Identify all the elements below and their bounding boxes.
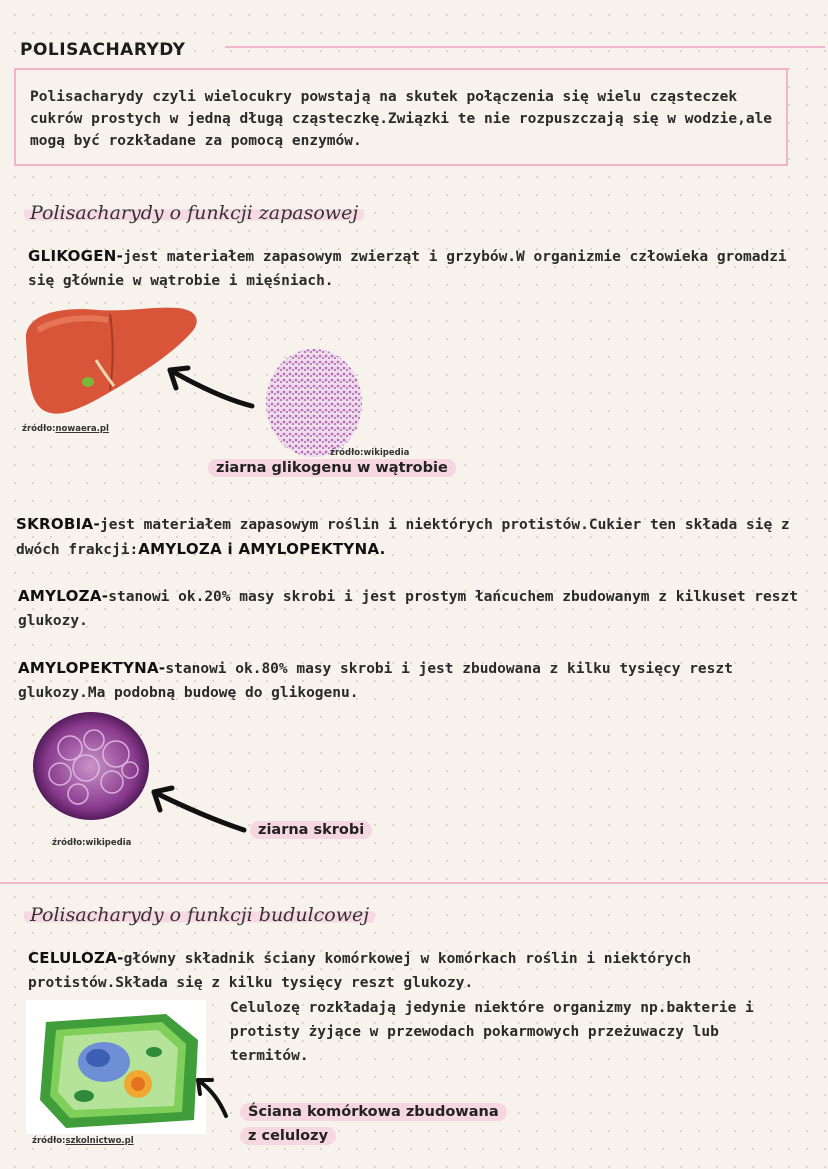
plant-cell-image	[26, 1000, 206, 1134]
liver-image	[25, 307, 197, 414]
starch-source: źródło:wikipedia	[52, 838, 132, 848]
starch-grains-image	[33, 712, 149, 820]
glycogen-granules-image	[266, 349, 362, 457]
intro-text: Polisacharydy czyli wielocukry powstają …	[30, 89, 773, 149]
liver-source-label: źródło:	[22, 424, 56, 434]
skrobia-paragraph: SKROBIA-jest materiałem zapasowym roślin…	[16, 512, 816, 562]
arrow-to-starch-icon	[151, 785, 247, 833]
cell-caption: Ściana komórkowa zbudowana z celulozy	[240, 1100, 507, 1148]
cell-caption-line2: z celulozy	[240, 1127, 337, 1145]
cell-source: źródło:szkolnictwo.pl	[32, 1136, 134, 1146]
arrow-to-cell-icon	[196, 1078, 228, 1118]
liver-source: źródło:nowaera.pl	[22, 424, 109, 434]
liver-source-link: nowaera.pl	[55, 424, 109, 434]
celuloza-paragraph: CELULOZA-główny składnik ściany komórkow…	[28, 946, 708, 995]
section-heading-structural-text: Polisacharydy o funkcji budulcowej	[24, 904, 376, 926]
amylopektyna-term: AMYLOPEKTYNA-	[18, 659, 166, 677]
granule-source: źródło:wikipedia	[330, 448, 410, 458]
amyloza-text: stanowi ok.20% masy skrobi i jest prosty…	[18, 589, 798, 629]
amyloza-paragraph: AMYLOZA-stanowi ok.20% masy skrobi i jes…	[18, 584, 818, 633]
starch-caption: ziarna skrobi	[250, 821, 373, 839]
amylopektyna-paragraph: AMYLOPEKTYNA-stanowi ok.80% masy skrobi …	[18, 656, 818, 705]
glikogen-paragraph: GLIKOGEN-jest materiałem zapasowym zwier…	[28, 244, 808, 293]
amyloza-term: AMYLOZA-	[18, 587, 109, 605]
skrobia-term: SKROBIA-	[16, 515, 100, 533]
celuloza-term: CELULOZA-	[28, 949, 124, 967]
glikogen-text: jest materiałem zapasowym zwierząt i grz…	[28, 249, 787, 289]
granule-caption-text: ziarna glikogenu w wątrobie	[208, 459, 456, 477]
granule-caption: ziarna glikogenu w wątrobie	[208, 459, 456, 477]
title-underline	[225, 46, 825, 48]
section-heading-storage-text: Polisacharydy o funkcji zapasowej	[24, 202, 365, 224]
section-heading-structural: Polisacharydy o funkcji budulcowej	[24, 904, 376, 926]
skrobia-text: jest materiałem zapasowym roślin i niekt…	[16, 517, 790, 558]
celuloza-text: główny składnik ściany komórkowej w komó…	[28, 951, 692, 991]
intro-box	[14, 68, 788, 166]
amylopektyna-text: stanowi ok.80% masy skrobi i jest zbudow…	[18, 661, 733, 701]
glikogen-term: GLIKOGEN-	[28, 247, 124, 265]
starch-caption-text: ziarna skrobi	[250, 821, 373, 839]
skrobia-fractions: AMYLOZA i AMYLOPEKTYNA.	[138, 540, 386, 558]
cell-source-label: źródło:	[32, 1136, 66, 1146]
section-heading-storage: Polisacharydy o funkcji zapasowej	[24, 202, 365, 224]
arrow-to-liver-icon	[167, 365, 255, 409]
section-divider	[0, 882, 828, 884]
page-title: POLISACHARYDY	[20, 40, 186, 60]
cell-source-link: szkolnictwo.pl	[65, 1136, 134, 1146]
cell-caption-line1: Ściana komórkowa zbudowana	[240, 1103, 507, 1121]
celuloza-side-text: Celulozę rozkładają jedynie niektóre org…	[230, 1000, 754, 1064]
